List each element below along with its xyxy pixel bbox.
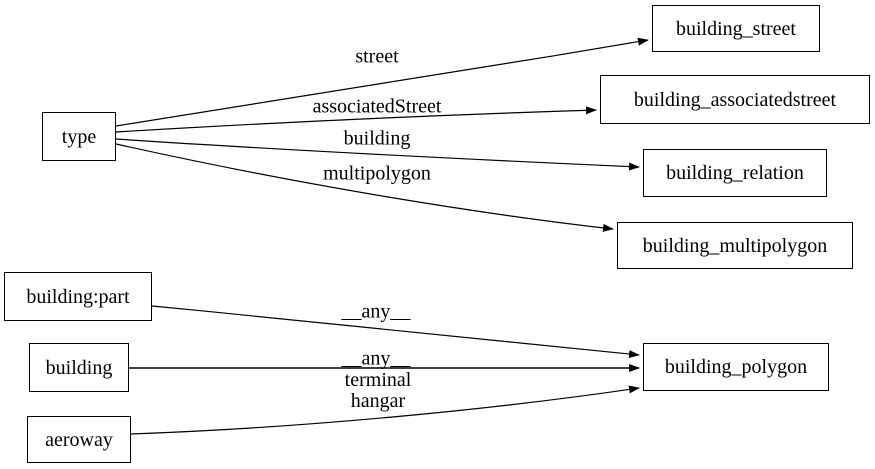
edge-type-building_multipolygon: [115, 143, 614, 232]
edge-label-any-building: __any__: [341, 347, 411, 370]
edge-label-hangar: hangar: [350, 390, 406, 412]
edge-buildingpart-building_polygon: [151, 305, 640, 359]
edge-aeroway-building_polygon: [130, 385, 640, 435]
edge-label-associatedstreet: associatedStreet: [312, 95, 442, 118]
edge-label-any-buildingpart: __any__: [341, 300, 411, 323]
edge-label-building: building: [343, 127, 411, 150]
node-building-associatedstreet: building_associatedstreet: [600, 75, 870, 124]
edge-label-terminal: terminal: [344, 369, 412, 391]
node-building-street: building_street: [652, 5, 820, 52]
edge-label-street: street: [355, 45, 399, 68]
node-building-relation: building_relation: [643, 149, 827, 197]
node-aeroway: aeroway: [27, 416, 131, 463]
edge-type-building_multipolygon-relation: [115, 138, 640, 171]
edge-type-building_associatedstreet: [115, 106, 597, 133]
node-building-part: building:part: [4, 272, 152, 321]
edge-label-terminal-hangar: terminal hangar: [345, 370, 412, 412]
edge-type-building_street: [115, 37, 649, 127]
node-building: building: [29, 343, 129, 392]
node-building-polygon: building_polygon: [643, 343, 829, 391]
node-type: type: [42, 112, 116, 161]
edge-label-multipolygon: multipolygon: [323, 162, 431, 185]
node-building-multipolygon: building_multipolygon: [617, 222, 853, 269]
